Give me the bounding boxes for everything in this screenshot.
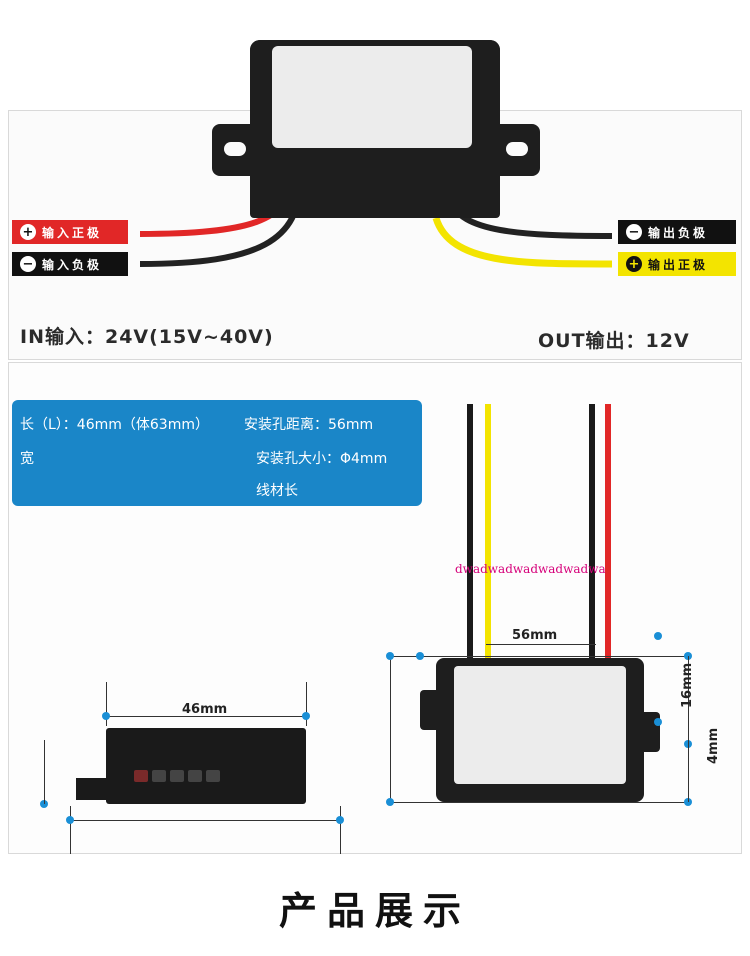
dim-line-total-length xyxy=(70,820,342,821)
watermark-text: dwadwadwadwadwadwa xyxy=(455,562,606,576)
dim-dot xyxy=(386,798,394,806)
spec-info-box: 长（L）：46mm（体63mm） 安装孔距离：56mm 宽 安装孔大小：Φ4mm… xyxy=(12,400,422,506)
dim-hole-size: 4mm xyxy=(706,727,721,764)
dim-line-height xyxy=(390,656,391,802)
info-length: 长（L）：46mm（体63mm） xyxy=(20,417,209,433)
dim-length: 46mm xyxy=(182,702,228,717)
dim-height-right: 16mm xyxy=(680,662,695,708)
tag-input-positive: + 输入正极 xyxy=(12,220,128,244)
dim-line-length xyxy=(106,716,306,717)
dim-dot xyxy=(102,712,110,720)
front-view-label xyxy=(454,666,626,784)
tag-input-negative: − 输入负极 xyxy=(12,252,128,276)
dim-dot xyxy=(416,652,424,660)
side-terminal-mark xyxy=(152,770,166,782)
plus-icon: + xyxy=(20,224,36,240)
tag-output-positive: + 输出正极 xyxy=(618,252,736,276)
dim-line-bottom xyxy=(388,802,690,803)
dim-dot xyxy=(40,800,48,808)
minus-icon: − xyxy=(626,224,642,240)
tag-label: 输入正极 xyxy=(42,225,103,240)
dim-line-side-right xyxy=(306,682,307,726)
dim-hole-distance: 56mm xyxy=(512,628,558,643)
dim-line-right xyxy=(688,656,689,802)
dim-dot xyxy=(654,718,662,726)
input-voltage-spec: IN输入：24V(15V~40V) xyxy=(20,326,274,348)
device-label-overlay xyxy=(272,46,472,148)
dim-line-top xyxy=(388,656,690,657)
side-terminal-mark xyxy=(170,770,184,782)
page-title: 产品展示 xyxy=(278,889,471,933)
minus-icon: − xyxy=(20,256,36,272)
front-view-wires xyxy=(467,404,611,660)
side-terminal-mark xyxy=(206,770,220,782)
side-terminal-mark xyxy=(188,770,202,782)
info-wire-length: 线材长 xyxy=(256,483,298,499)
side-terminal-mark xyxy=(134,770,148,782)
dim-line-side-height xyxy=(44,740,45,804)
info-hole-distance: 安装孔距离：56mm xyxy=(244,417,374,433)
dim-line-hole-distance xyxy=(486,644,596,645)
dim-line-total-right xyxy=(340,806,341,854)
plus-icon: + xyxy=(626,256,642,272)
dim-line-side-left xyxy=(106,682,107,726)
dim-dot xyxy=(684,798,692,806)
tag-output-negative: − 输出负极 xyxy=(618,220,736,244)
front-ear-left xyxy=(420,690,440,730)
dim-line-total-left xyxy=(70,806,71,854)
device-mount-ear-right-overlay xyxy=(492,124,540,176)
dim-dot xyxy=(302,712,310,720)
tag-label: 输出负极 xyxy=(648,225,709,240)
side-view-body xyxy=(106,728,306,804)
dim-dot xyxy=(386,652,394,660)
output-voltage-spec: OUT输出：12V xyxy=(538,330,690,352)
tag-label: 输出正极 xyxy=(648,257,709,272)
info-hole-size: 安装孔大小：Φ4mm xyxy=(256,451,388,467)
output-positive-wire xyxy=(432,216,613,268)
tag-label: 输入负极 xyxy=(42,257,103,272)
info-width: 宽 xyxy=(20,451,34,467)
dim-dot xyxy=(336,816,344,824)
dim-dot xyxy=(654,632,662,640)
dim-dot xyxy=(66,816,74,824)
